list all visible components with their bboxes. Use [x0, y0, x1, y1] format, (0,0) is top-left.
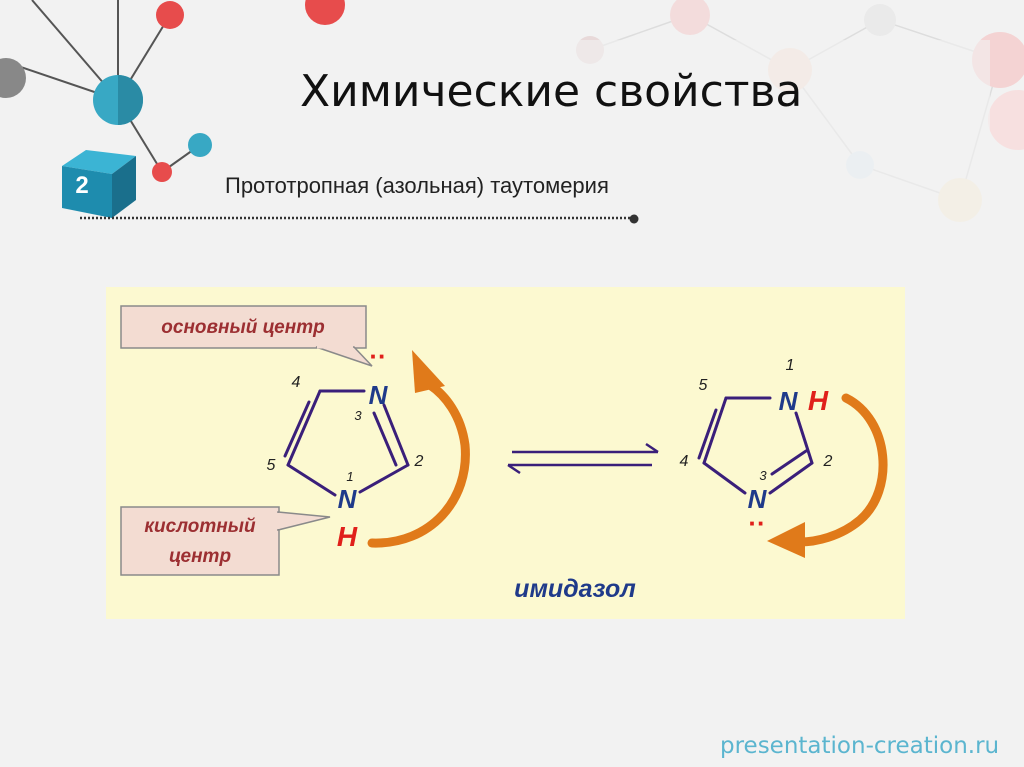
- slide-title: Химические свойства: [300, 66, 803, 117]
- subtitle-divider: [80, 214, 639, 224]
- acid-center-label-line2: центр: [169, 546, 231, 567]
- right-imidazole-ring: [697, 396, 814, 495]
- left-n1-atom: N: [338, 484, 358, 514]
- basic-center-label: основный центр: [161, 317, 324, 338]
- diagram-caption: имидазол: [514, 575, 636, 603]
- left-num-5: 5: [267, 457, 276, 474]
- right-num-1: 1: [786, 357, 795, 374]
- left-num-2: 2: [414, 453, 424, 470]
- slide-number: 2: [75, 172, 89, 199]
- left-num-3: 3: [354, 408, 362, 423]
- decor-node: [188, 133, 212, 157]
- left-h-atom: H: [337, 521, 358, 552]
- right-num-4: 4: [680, 453, 689, 470]
- decor-node: [152, 162, 172, 182]
- equilibrium-arrows: [507, 442, 659, 475]
- right-proton-transfer-arrow: [767, 393, 888, 558]
- decor-node: [305, 0, 345, 25]
- footer-watermark: presentation-creation.ru: [720, 733, 1000, 759]
- right-num-5: 5: [699, 377, 708, 394]
- right-h-atom: H: [808, 385, 829, 416]
- left-num-1: 1: [346, 469, 353, 484]
- left-proton-transfer-arrow: [367, 350, 470, 548]
- decor-node: [0, 58, 26, 98]
- right-num-3: 3: [759, 468, 767, 483]
- slide-number-badge: [62, 150, 136, 218]
- acid-center-label-line1: кислотный: [144, 516, 256, 537]
- slide-subtitle: Прототропная (азольная) таутомерия: [225, 173, 609, 198]
- acid-center-callout: кислотный центр: [120, 506, 331, 576]
- right-lone-pair: ··: [748, 508, 765, 538]
- right-n1-atom: N: [779, 386, 799, 416]
- left-lone-pair: ··: [369, 341, 386, 371]
- basic-center-callout: основный центр: [120, 305, 373, 367]
- right-n3-atom: N: [748, 484, 768, 514]
- left-imidazole-ring: [283, 389, 410, 497]
- right-num-2: 2: [823, 453, 833, 470]
- left-n3-atom: N: [369, 380, 389, 410]
- left-num-4: 4: [292, 374, 301, 391]
- decor-node: [156, 1, 184, 29]
